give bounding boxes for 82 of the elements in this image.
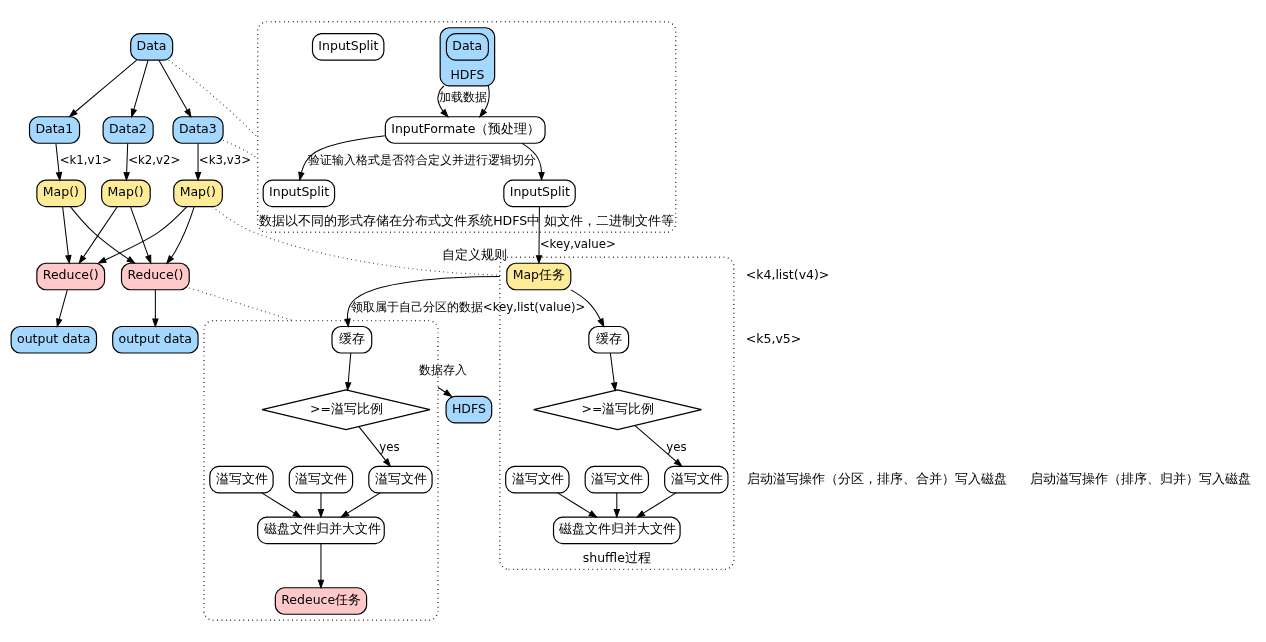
edge-label: 领取属于自己分区的数据<key,list(value)> bbox=[350, 299, 586, 314]
node-label: 自定义规则 bbox=[442, 247, 508, 263]
arrow bbox=[165, 206, 195, 265]
arrow bbox=[609, 352, 618, 392]
node-box: Data bbox=[445, 33, 489, 61]
arrow bbox=[97, 206, 188, 264]
node-box: InputSplit bbox=[503, 179, 576, 208]
arrow bbox=[344, 276, 501, 328]
arrow bbox=[345, 352, 352, 392]
edge-label: <key,value> bbox=[539, 236, 616, 251]
arrow bbox=[613, 492, 621, 519]
arrow bbox=[437, 387, 453, 398]
connector bbox=[168, 59, 259, 138]
node-box: Map() bbox=[173, 179, 223, 208]
arrow bbox=[130, 59, 149, 119]
arrow bbox=[634, 425, 683, 468]
label: 启动溢写操作（分区，排序、合并）写入磁盘 bbox=[747, 470, 1008, 486]
arrow bbox=[78, 206, 118, 265]
arrow bbox=[261, 492, 303, 518]
node-box: InputSplit bbox=[262, 179, 336, 208]
arrow bbox=[130, 206, 152, 265]
node-box: 溢写文件 bbox=[505, 465, 570, 494]
node-box: Map任务 bbox=[506, 262, 572, 291]
node-box: Redeuce任务 bbox=[274, 587, 368, 615]
edge-label: 验证输入格式是否符合定义并进行逻辑切分 bbox=[307, 153, 536, 168]
edge-label: yes bbox=[666, 439, 687, 454]
node-box: Data2 bbox=[102, 116, 154, 144]
node-box: 缓存 bbox=[331, 325, 373, 354]
node-box: 溢写文件 bbox=[584, 465, 650, 494]
arrow bbox=[194, 143, 202, 182]
label: <k4,list(v4)> bbox=[745, 267, 830, 283]
arrow bbox=[570, 289, 605, 328]
arrow bbox=[358, 426, 392, 468]
connector bbox=[188, 287, 294, 322]
arrow bbox=[437, 85, 449, 118]
arrow bbox=[123, 143, 130, 182]
edge-label: <k3,v3> bbox=[198, 153, 252, 168]
edge-label: yes bbox=[379, 439, 400, 454]
label: <k5,v5> bbox=[745, 330, 802, 346]
node-box: HDFS bbox=[445, 395, 493, 424]
arrow bbox=[535, 206, 543, 265]
node-box: output data bbox=[112, 325, 199, 354]
arrow bbox=[152, 289, 159, 328]
label: 启动溢写操作（排序、归并）写入磁盘 bbox=[1030, 470, 1252, 486]
node-box: output data bbox=[10, 325, 98, 354]
node-box: InputFormate（预处理） bbox=[384, 116, 546, 144]
node-box: Data1 bbox=[28, 116, 81, 144]
arrow bbox=[557, 492, 598, 518]
arrow bbox=[339, 492, 381, 518]
arrow bbox=[55, 143, 63, 182]
arrow bbox=[635, 492, 677, 518]
node-diamond: >=溢写比例 bbox=[533, 389, 703, 431]
arrow bbox=[317, 543, 325, 590]
node-box: Reduce() bbox=[120, 262, 190, 291]
node-box: InputSplit bbox=[311, 33, 385, 61]
edge-label: 数据存入 bbox=[419, 363, 468, 378]
arrow bbox=[521, 142, 545, 182]
node-box: Map() bbox=[36, 179, 87, 208]
node-box: Reduce() bbox=[36, 262, 106, 291]
edge-label: <k1,v1> bbox=[59, 153, 112, 168]
connector bbox=[222, 139, 259, 159]
node-box: Map() bbox=[101, 179, 151, 208]
node-box: 溢写文件 bbox=[368, 465, 433, 494]
node-box: Data bbox=[130, 33, 174, 61]
node-box: 溢写文件 bbox=[664, 465, 729, 494]
node-box: 磁盘文件归并大文件 bbox=[257, 516, 385, 545]
node-box: 磁盘文件归并大文件 bbox=[552, 516, 681, 545]
node-box: Data3 bbox=[172, 116, 224, 144]
arrow bbox=[317, 492, 325, 519]
edge-label: 加载数据 bbox=[438, 90, 487, 105]
node-box: 缓存 bbox=[588, 325, 630, 354]
arrow bbox=[62, 206, 72, 265]
arrow bbox=[158, 59, 192, 118]
arrow bbox=[478, 85, 490, 118]
arrow bbox=[70, 206, 136, 264]
edge-label: <k2,v2> bbox=[128, 153, 181, 168]
node-box: 溢写文件 bbox=[288, 465, 354, 494]
arrow bbox=[298, 135, 386, 182]
node-diamond: >=溢写比例 bbox=[261, 389, 431, 431]
arrow bbox=[68, 59, 138, 118]
node-box: 溢写文件 bbox=[209, 465, 274, 494]
arrow bbox=[56, 289, 68, 328]
